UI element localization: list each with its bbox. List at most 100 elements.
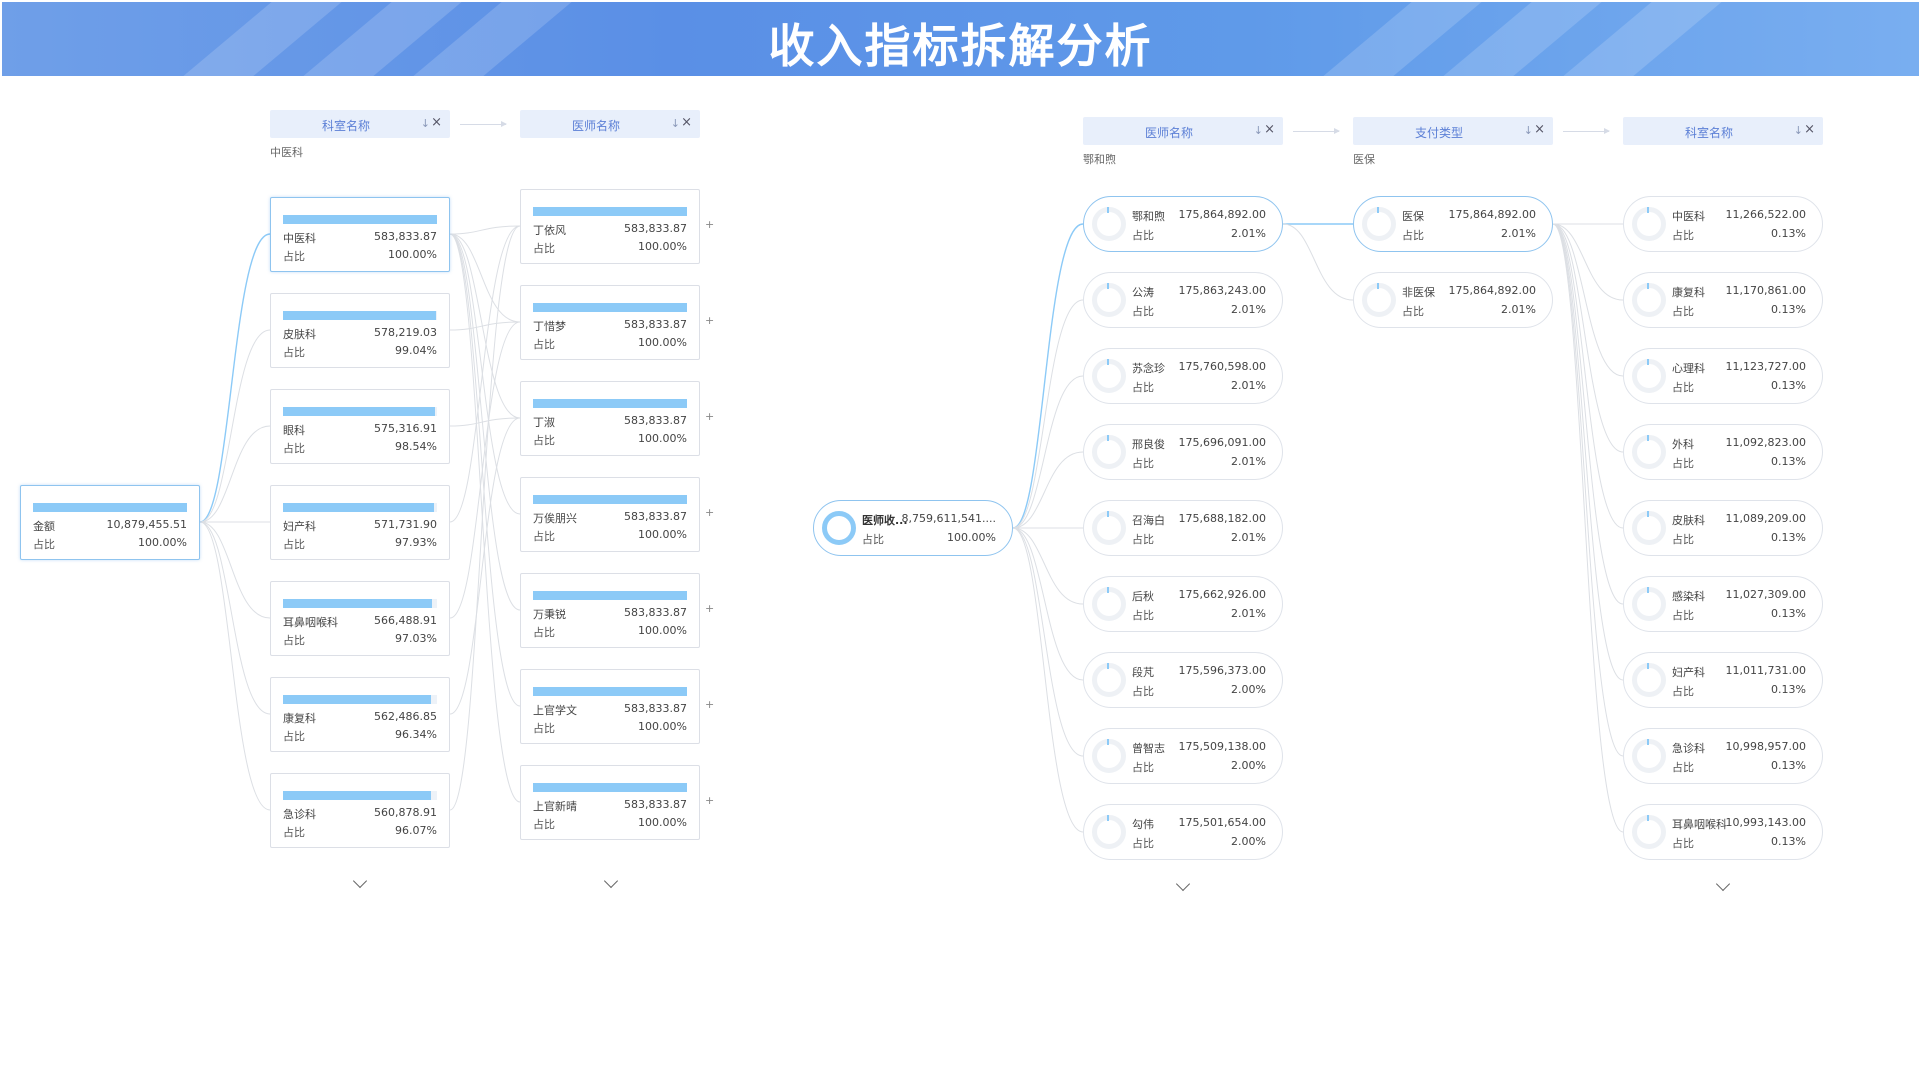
sort-icon[interactable]: ↓ xyxy=(1793,124,1803,137)
column-header-department[interactable]: 科室名称 ↓× xyxy=(1623,117,1823,145)
card-value: 583,833.87 xyxy=(624,606,687,619)
card-value: 175,864,892.00 xyxy=(1448,208,1536,221)
expand-plus-icon[interactable]: + xyxy=(705,698,715,711)
header-banner: 收入指标拆解分析 xyxy=(2,2,1919,76)
card-name: 耳鼻咽喉科 xyxy=(283,616,338,629)
expand-plus-icon[interactable]: + xyxy=(705,218,715,231)
card-pct-label: 占比 xyxy=(533,434,555,447)
card-pct: 0.13% xyxy=(1771,227,1806,240)
card-pct-label: 占比 xyxy=(283,634,305,647)
card-pct-label: 占比 xyxy=(1132,457,1154,470)
close-icon[interactable]: × xyxy=(1804,122,1815,137)
card-value: 175,501,654.00 xyxy=(1178,816,1266,829)
sort-icon[interactable]: ↓ xyxy=(420,117,430,130)
column-header-label: 科室名称 xyxy=(1684,126,1733,140)
card-pct: 2.01% xyxy=(1231,455,1266,468)
expand-plus-icon[interactable]: + xyxy=(705,506,715,519)
column-header-doctor[interactable]: 医师名称↓× xyxy=(1083,117,1283,145)
column-header-label: 医师名称 xyxy=(571,119,620,133)
close-icon[interactable]: × xyxy=(1534,122,1545,137)
card-name: 后秋 xyxy=(1132,590,1154,603)
card-value: 560,878.91 xyxy=(374,806,437,819)
ratio-ring-icon xyxy=(1632,435,1666,469)
sort-icon[interactable]: ↓ xyxy=(1523,124,1533,137)
expand-plus-icon[interactable]: + xyxy=(705,794,715,807)
tree-link xyxy=(449,417,521,715)
tree-link-active xyxy=(199,233,271,523)
card-value: 10,993,143.00 xyxy=(1725,816,1806,829)
card-pct-label: 占比 xyxy=(1132,533,1154,546)
card-pct-label: 占比 xyxy=(33,538,55,551)
card-pct-label: 占比 xyxy=(283,538,305,551)
card-name: 皮肤科 xyxy=(1672,514,1705,527)
column-header-doctor[interactable]: 医师名称 ↓× xyxy=(520,110,700,138)
card-value: 175,863,243.00 xyxy=(1178,284,1266,297)
sort-icon[interactable]: ↓ xyxy=(670,117,680,130)
card-value: 575,316.91 xyxy=(374,422,437,435)
close-icon[interactable]: × xyxy=(681,115,692,130)
card-value: 10,998,957.00 xyxy=(1725,740,1806,753)
expand-more-chevron-icon[interactable] xyxy=(1175,876,1191,892)
expand-more-chevron-icon[interactable] xyxy=(603,873,619,889)
value-bar-fill xyxy=(533,207,687,216)
close-icon[interactable]: × xyxy=(431,115,442,130)
column-header-department[interactable]: 科室名称↓× xyxy=(270,110,450,138)
card-name: 医保 xyxy=(1402,210,1424,223)
expand-more-chevron-icon[interactable] xyxy=(1715,876,1731,892)
ratio-ring-icon xyxy=(1632,815,1666,849)
expand-plus-icon[interactable]: + xyxy=(705,410,715,423)
expand-plus-icon[interactable]: + xyxy=(705,314,715,327)
close-icon[interactable]: × xyxy=(1264,122,1275,137)
value-bar-track xyxy=(33,503,187,512)
tree-link xyxy=(1282,223,1354,301)
card-pct-label: 占比 xyxy=(1672,381,1694,394)
column-flow-arrow xyxy=(1293,128,1340,134)
expand-plus-icon[interactable]: + xyxy=(705,602,715,615)
ratio-ring-icon xyxy=(1632,739,1666,773)
value-bar-fill xyxy=(283,503,434,512)
column-selected-value: 医保 xyxy=(1353,153,1375,166)
sort-icon[interactable]: ↓ xyxy=(1253,124,1263,137)
value-bar-track xyxy=(533,207,687,216)
column-header-payment-type[interactable]: 支付类型↓× xyxy=(1353,117,1553,145)
value-bar-fill xyxy=(33,503,187,512)
expand-more-chevron-icon[interactable] xyxy=(352,873,368,889)
card-name: 段芃 xyxy=(1132,666,1154,679)
